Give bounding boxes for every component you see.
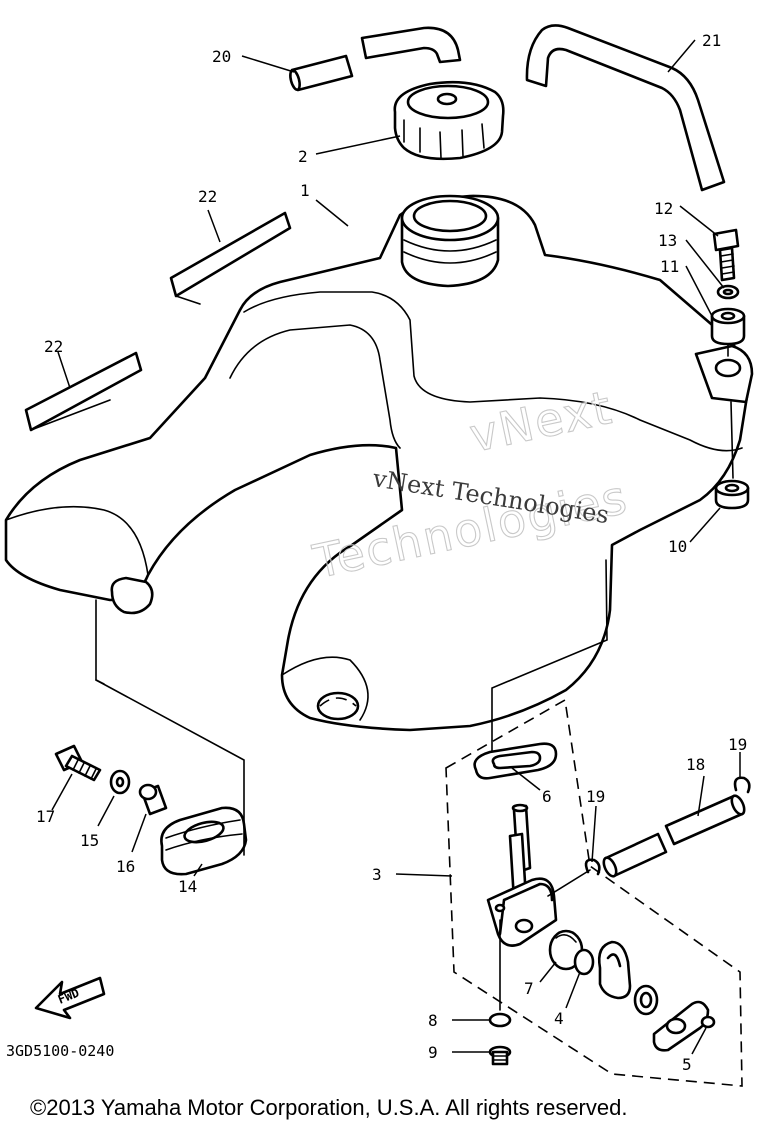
diagram-code: 3GD5100-0240 (6, 1042, 114, 1060)
part-3-fuel-cock-group-outline (445, 698, 743, 1087)
callout-2: 2 (298, 147, 308, 166)
fuel-cock-lever-plate (652, 1000, 710, 1052)
part-19-clip-lower (584, 858, 601, 876)
callout-9: 9 (428, 1043, 438, 1062)
callout-12: 12 (654, 199, 673, 218)
part-9-screw (488, 1045, 512, 1066)
part-22-lower-pad (24, 351, 143, 432)
part-15-washer (109, 769, 131, 795)
part-3-fuel-cock (486, 803, 591, 947)
callout-1: 1 (300, 181, 310, 200)
part-16-collar (138, 783, 168, 816)
callout-4: 4 (554, 1009, 564, 1028)
callout-15: 15 (80, 831, 99, 850)
callout-8: 8 (428, 1011, 438, 1030)
callout-5: 5 (682, 1055, 692, 1074)
part-8-washer (488, 1012, 512, 1028)
callout-17: 17 (36, 807, 55, 826)
part-2-fuel-cap (393, 80, 505, 161)
part-1-fuel-tank (4, 194, 754, 732)
callout-18: 18 (686, 755, 705, 774)
part-20-breather-hose (289, 26, 462, 92)
callout-3: 3 (372, 865, 382, 884)
leader-lines (51, 39, 741, 1055)
callout-22-upper: 22 (198, 187, 217, 206)
part-4-o-ring (573, 948, 595, 976)
part-19-clip-upper (733, 776, 751, 794)
fwd-arrow-icon: FWD (34, 976, 106, 1020)
callout-11: 11 (660, 257, 679, 276)
callout-10: 10 (668, 537, 687, 556)
callout-14: 14 (178, 877, 197, 896)
part-22-upper-pad (169, 211, 292, 298)
callout-22-lower: 22 (44, 337, 63, 356)
copyright-notice: ©2013 Yamaha Motor Corporation, U.S.A. A… (30, 1095, 627, 1120)
part-12-bolt (712, 228, 740, 282)
part-18-fuel-hose (602, 794, 746, 878)
part-10-damper (714, 479, 750, 510)
callout-7: 7 (524, 979, 534, 998)
callout-labels: 1 2 3 4 5 6 7 8 9 10 11 12 13 14 15 16 1… (36, 31, 747, 1074)
fuel-cock-lever-spring (597, 940, 632, 1000)
callout-19-upper: 19 (728, 735, 747, 754)
callout-20: 20 (212, 47, 231, 66)
callout-6: 6 (542, 787, 552, 806)
callout-21: 21 (702, 31, 721, 50)
part-13-washer (716, 284, 740, 300)
part-11-collar (710, 307, 746, 346)
callout-13: 13 (658, 231, 677, 250)
callout-16: 16 (116, 857, 135, 876)
fuel-cock-gasket-ring (633, 984, 659, 1016)
callout-19-lower: 19 (586, 787, 605, 806)
part-21-strap (525, 24, 726, 192)
part-5-screw (700, 1015, 716, 1029)
part-14-grommet (160, 806, 248, 876)
part-17-bolt (54, 744, 102, 782)
part-6-gasket (473, 742, 558, 780)
